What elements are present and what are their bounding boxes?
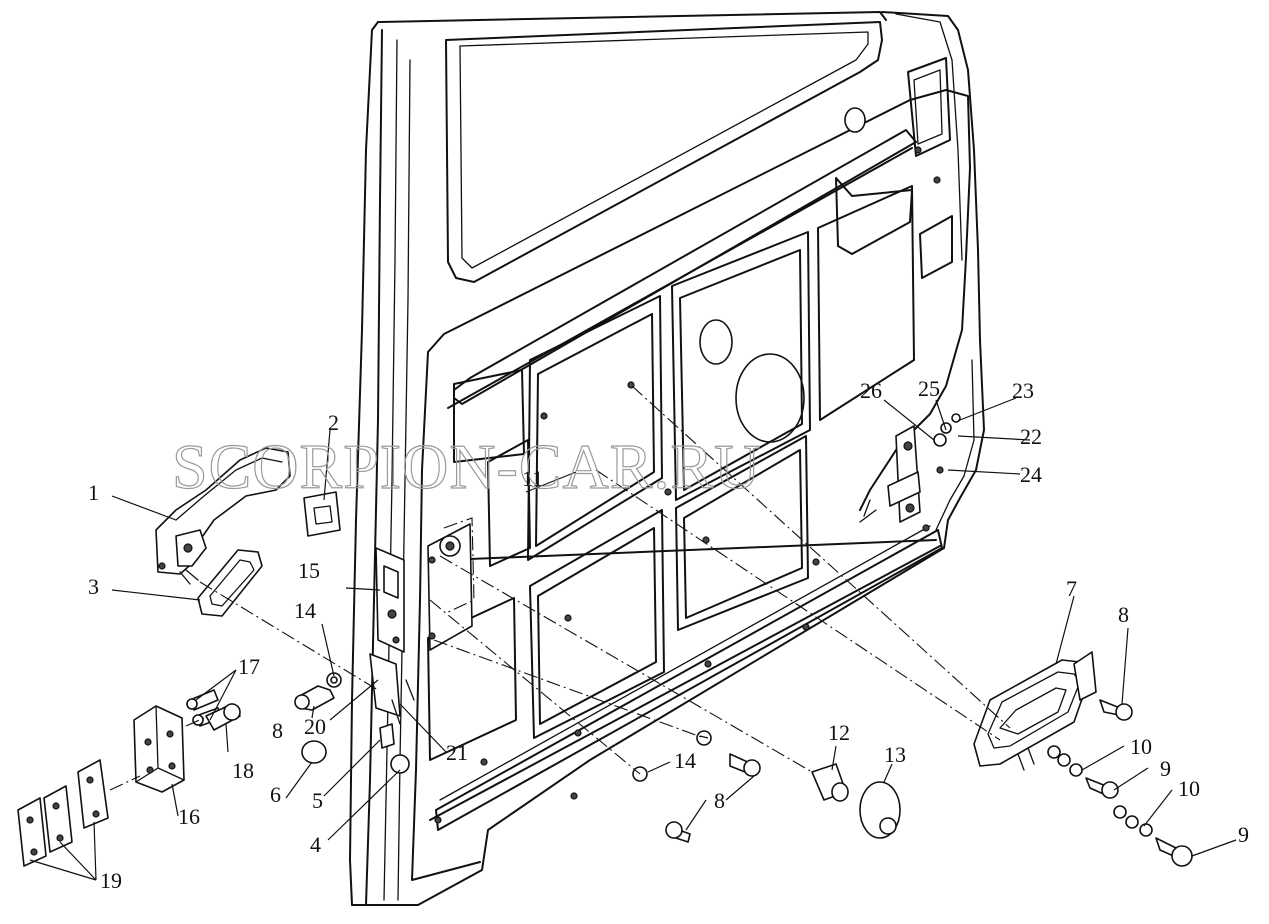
door-lock-assembly: [369, 547, 415, 725]
door-striker-group: [859, 413, 961, 523]
callout-11: 11: [522, 466, 543, 491]
callout-20: 20: [304, 714, 326, 739]
callout-10-upper: 10: [1130, 734, 1152, 759]
latch-plates: [17, 759, 109, 867]
callout-7: 7: [1066, 576, 1077, 601]
latch-pin: [205, 703, 241, 731]
washers-10-upper: [1047, 745, 1083, 777]
cap-13: [859, 781, 901, 839]
callout-14-mid: 14: [674, 748, 696, 773]
callout-14-left: 14: [294, 598, 316, 623]
lock-bolt-8: [294, 685, 335, 711]
callout-9-upper: 9: [1160, 756, 1171, 781]
callout-8-left: 8: [272, 718, 283, 743]
callout-6: 6: [270, 782, 281, 807]
callout-25: 25: [918, 376, 940, 401]
assembly-lines: [109, 385, 1011, 791]
washers-10-lower: [1113, 805, 1153, 837]
bolt-8-lower: [665, 821, 691, 843]
handle-gasket-small: [303, 491, 341, 537]
lock-cylinder-12: [811, 763, 849, 802]
callout-22: 22: [1020, 424, 1042, 449]
callout-21: 21: [446, 740, 468, 765]
handle-bolt-8-right: [1099, 699, 1133, 721]
latch-assembly: [133, 705, 185, 793]
washer-14-mid: [696, 730, 712, 746]
outside-handle: [155, 447, 291, 585]
lock-mechanism: [427, 517, 475, 651]
callout-labels: 1 2 3 11 15 14 17 8 20 21 18 6 5 16 4 19…: [88, 376, 1249, 893]
callout-16: 16: [178, 804, 200, 829]
callout-4: 4: [310, 832, 321, 857]
bolt-9-upper: [1085, 777, 1119, 799]
callout-1: 1: [88, 480, 99, 505]
callout-8-mid: 8: [714, 788, 725, 813]
callout-8-right: 8: [1118, 602, 1129, 627]
door-panel: [349, 11, 985, 906]
callout-9-lower: 9: [1238, 822, 1249, 847]
bolt-8-mid: [729, 753, 761, 777]
callout-15: 15: [298, 558, 320, 583]
inside-handle: [973, 651, 1097, 771]
callout-19: 19: [100, 868, 122, 893]
callout-3: 3: [88, 574, 99, 599]
leader-lines: [29, 397, 1237, 881]
bolt-4: [390, 754, 410, 774]
plug-6: [301, 740, 327, 764]
callout-24: 24: [1020, 462, 1042, 487]
watermark: SCORPION-CAR.RU: [172, 431, 761, 502]
callout-10-lower: 10: [1178, 776, 1200, 801]
handle-gasket-large: [197, 549, 263, 617]
callout-17: 17: [238, 654, 260, 679]
spring-5: [379, 723, 395, 749]
callout-2: 2: [328, 410, 339, 435]
callout-23: 23: [1012, 378, 1034, 403]
bolt-9-lower: [1155, 837, 1193, 867]
callout-5: 5: [312, 788, 323, 813]
callout-26: 26: [860, 378, 882, 403]
callout-13: 13: [884, 742, 906, 767]
callout-18: 18: [232, 758, 254, 783]
callout-12: 12: [828, 720, 850, 745]
